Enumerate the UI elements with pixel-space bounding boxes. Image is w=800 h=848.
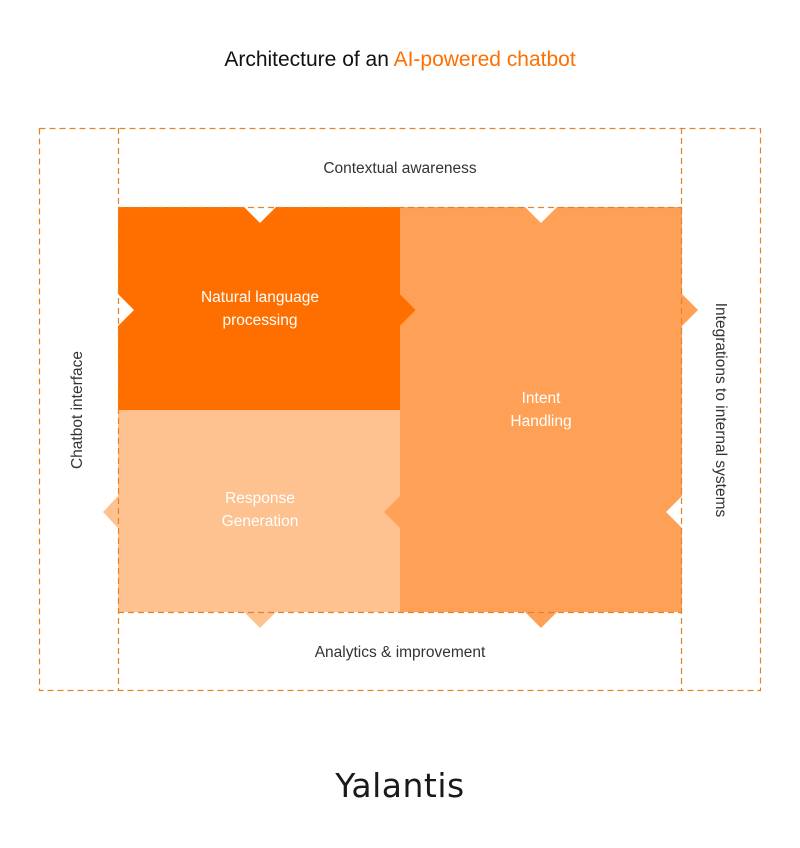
nlp-label-line2: processing [223,312,298,329]
nlp-block [118,207,416,410]
nlp-label-line1: Natural language [201,289,319,306]
response-block [103,410,400,628]
title-accent: AI-powered chatbot [393,48,576,71]
intent-label-line2: Handling [510,413,571,430]
intent-label-line1: Intent [522,390,561,407]
response-label-line2: Generation [222,513,299,530]
intent-block [384,207,698,628]
title-prefix: Architecture of an [224,48,394,71]
diagram-title: Architecture of an AI-powered chatbot [0,48,800,72]
response-label-line1: Response [225,490,295,507]
dashed-frame [38,127,762,692]
layer-right-label: Integrations to internal systems [712,303,729,518]
layer-bottom-label: Analytics & improvement [315,644,486,661]
yalantis-logo: Yalantis [335,766,465,805]
layer-top-label: Contextual awareness [323,160,477,177]
layer-left-label: Chatbot interface [69,351,86,469]
